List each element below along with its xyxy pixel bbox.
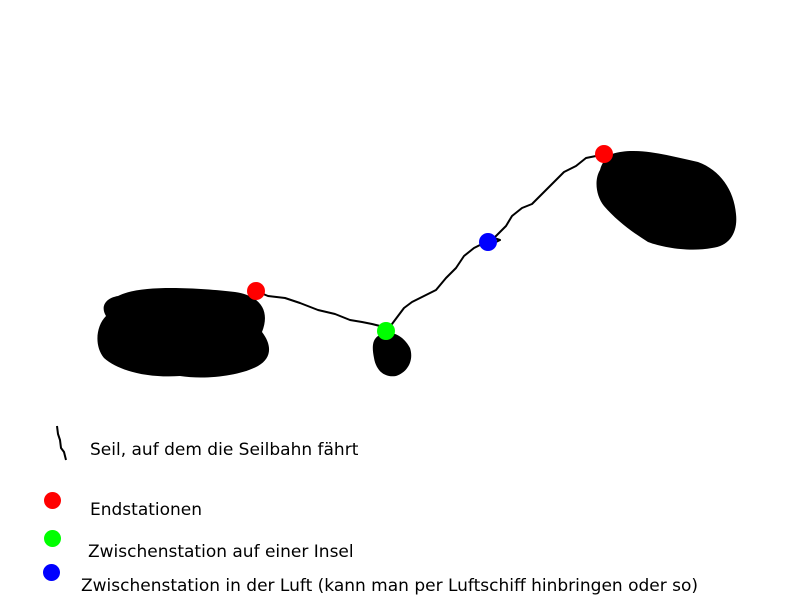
endstation-left-dot bbox=[247, 282, 265, 300]
island-left bbox=[97, 288, 270, 378]
legend-rope-sample bbox=[56, 425, 67, 461]
island-right bbox=[596, 151, 737, 250]
endstation-right-dot bbox=[595, 145, 613, 163]
legend-endstation-dot bbox=[44, 492, 61, 509]
legend-island-station-dot bbox=[44, 530, 61, 547]
legend-air-station-dot bbox=[43, 564, 60, 581]
island-station-dot bbox=[377, 322, 395, 340]
island-middle bbox=[372, 332, 412, 377]
legend-endstations-label: Endstationen bbox=[90, 500, 203, 520]
legend-air-station-label: Zwischenstation in der Luft (kann man pe… bbox=[81, 576, 699, 596]
rope-line bbox=[255, 153, 605, 332]
air-station-dot bbox=[479, 233, 497, 251]
legend-island-station-label: Zwischenstation auf einer Insel bbox=[88, 542, 354, 562]
legend-rope-label: Seil, auf dem die Seilbahn fährt bbox=[90, 440, 359, 460]
